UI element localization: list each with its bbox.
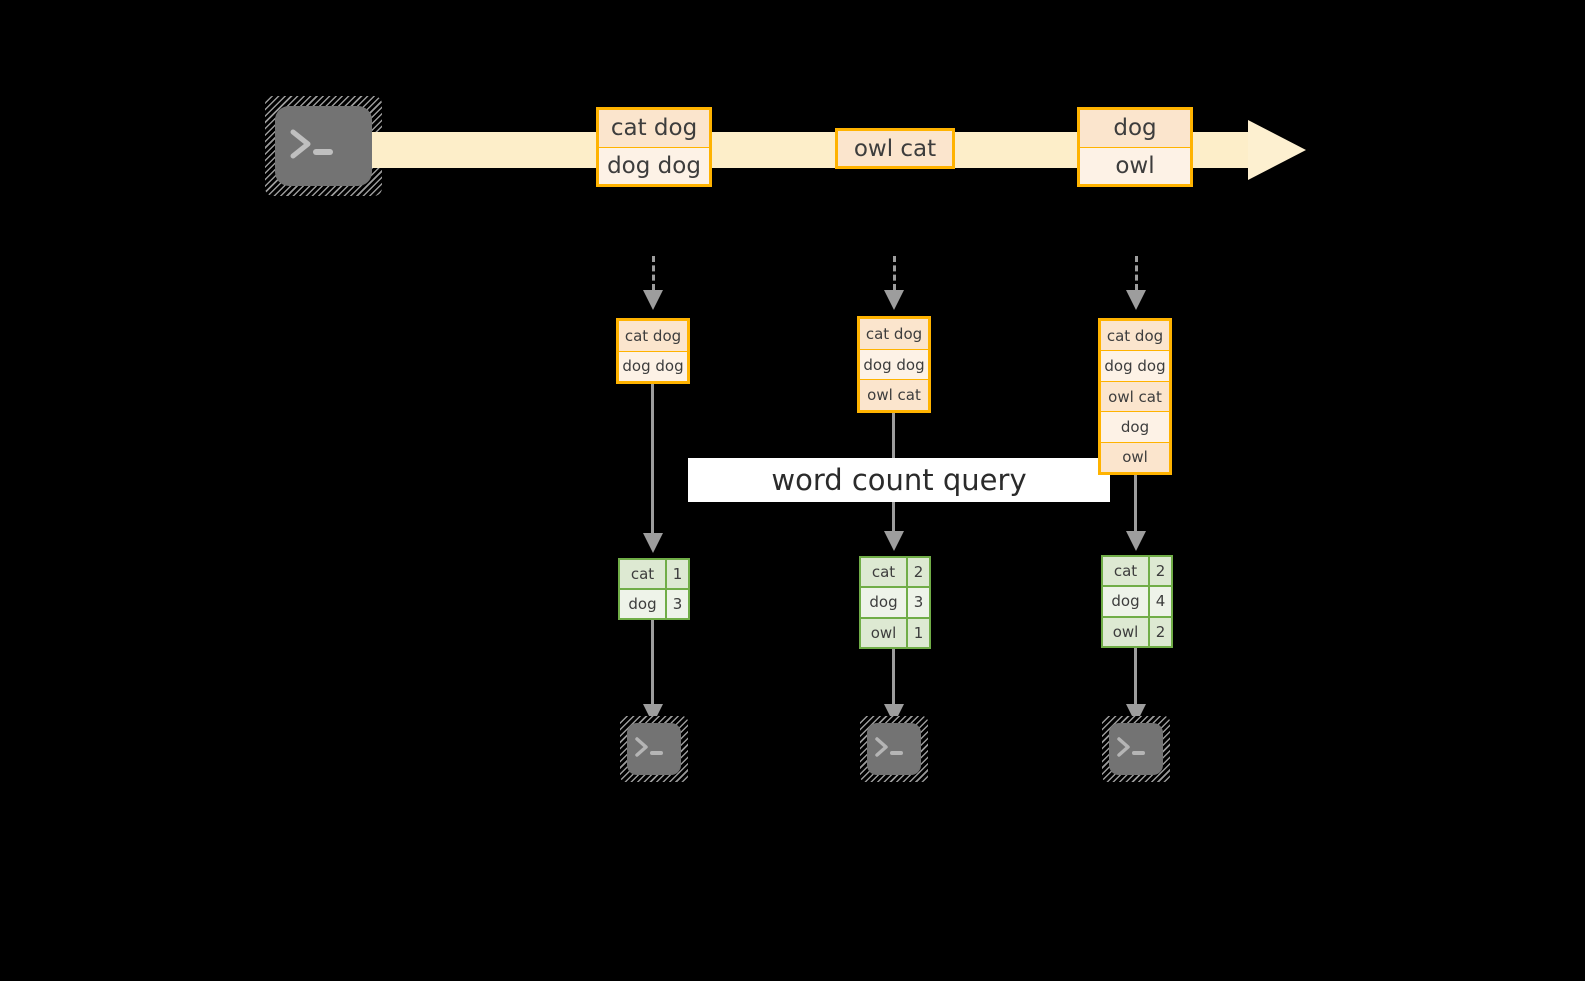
stream-to-buffer-connector [1135, 256, 1138, 290]
word-cell: dog [620, 590, 667, 618]
count-cell: 2 [1150, 557, 1171, 586]
buffer-to-counts-arrowhead [1126, 531, 1146, 551]
terminal-prompt-glyph [875, 737, 903, 757]
buffer-to-counts-connector [651, 384, 654, 535]
buffer-line: dog [1101, 412, 1169, 443]
stream-message: cat dog dog dog [596, 107, 712, 187]
word-count-table: cat 1 dog 3 [618, 558, 690, 620]
word-count-table: cat 2 dog 4 owl 2 [1101, 555, 1173, 648]
word-cell: owl [1103, 617, 1150, 646]
word-count-row: cat 2 [1103, 557, 1171, 588]
stream-to-buffer-arrowhead [1126, 290, 1146, 310]
buffer-line: owl [1101, 442, 1169, 473]
counts-to-sink-connector [651, 620, 654, 706]
counts-to-sink-connector [1134, 648, 1137, 706]
count-cell: 1 [667, 560, 688, 588]
word-count-row: dog 3 [620, 590, 688, 618]
terminal-screen [867, 723, 921, 775]
word-cell: owl [861, 618, 908, 647]
stream-to-buffer-connector [652, 256, 655, 290]
count-cell: 2 [1150, 617, 1171, 646]
stream-message: dog owl [1077, 107, 1193, 187]
source-terminal-icon [265, 96, 382, 196]
stream-to-buffer-arrowhead [643, 290, 663, 310]
count-cell: 1 [908, 618, 929, 647]
buffer-stack: cat dog dog dog owl cat dog owl [1098, 318, 1172, 475]
buffer-line: owl cat [1101, 381, 1169, 413]
word-cell: dog [1103, 587, 1150, 616]
buffer-line: owl cat [860, 380, 928, 411]
terminal-screen [1109, 723, 1163, 775]
word-count-row: cat 2 [861, 558, 929, 589]
stream-to-buffer-arrowhead [884, 290, 904, 310]
terminal-prompt-glyph [290, 129, 333, 159]
word-count-row: owl 1 [861, 618, 929, 647]
stream-message-line: owl cat [838, 131, 952, 166]
query-label-banner: word count query [688, 458, 1110, 502]
buffer-line: dog dog [860, 349, 928, 381]
terminal-screen [627, 723, 681, 775]
buffer-stack: cat dog dog dog [616, 318, 690, 384]
query-label-text: word count query [771, 463, 1027, 497]
word-count-row: dog 3 [861, 588, 929, 619]
word-count-table: cat 2 dog 3 owl 1 [859, 556, 931, 649]
buffer-line: cat dog [1101, 321, 1169, 352]
stream-to-buffer-connector [893, 256, 896, 290]
terminal-prompt-glyph [1117, 737, 1145, 757]
terminal-screen [275, 106, 372, 186]
buffer-line: dog dog [1101, 351, 1169, 382]
stream-message-line: cat dog [599, 110, 709, 148]
sink-terminal-icon [860, 716, 928, 782]
stream-message-line: dog dog [599, 147, 709, 184]
terminal-prompt-glyph [635, 737, 663, 757]
count-cell: 4 [1150, 587, 1171, 616]
buffer-to-counts-arrowhead [884, 531, 904, 551]
sink-terminal-icon [620, 716, 688, 782]
buffer-line: cat dog [619, 321, 687, 352]
stream-message-line: dog [1080, 110, 1190, 148]
buffer-line: dog dog [619, 351, 687, 381]
word-count-row: owl 2 [1103, 617, 1171, 646]
word-cell: dog [861, 588, 908, 617]
word-count-row: cat 1 [620, 560, 688, 590]
buffer-to-counts-connector [1134, 475, 1137, 533]
word-cell: cat [861, 558, 908, 587]
word-cell: cat [620, 560, 667, 588]
word-count-row: dog 4 [1103, 587, 1171, 618]
count-cell: 3 [667, 590, 688, 618]
count-cell: 2 [908, 558, 929, 587]
count-cell: 3 [908, 588, 929, 617]
stream-message: owl cat [835, 128, 955, 169]
buffer-line: cat dog [860, 319, 928, 350]
counts-to-sink-connector [892, 649, 895, 706]
buffer-to-counts-arrowhead [643, 533, 663, 553]
sink-terminal-icon [1102, 716, 1170, 782]
event-stream-arrow-head [1248, 120, 1306, 180]
buffer-stack: cat dog dog dog owl cat [857, 316, 931, 413]
stream-message-line: owl [1080, 147, 1190, 184]
word-cell: cat [1103, 557, 1150, 586]
